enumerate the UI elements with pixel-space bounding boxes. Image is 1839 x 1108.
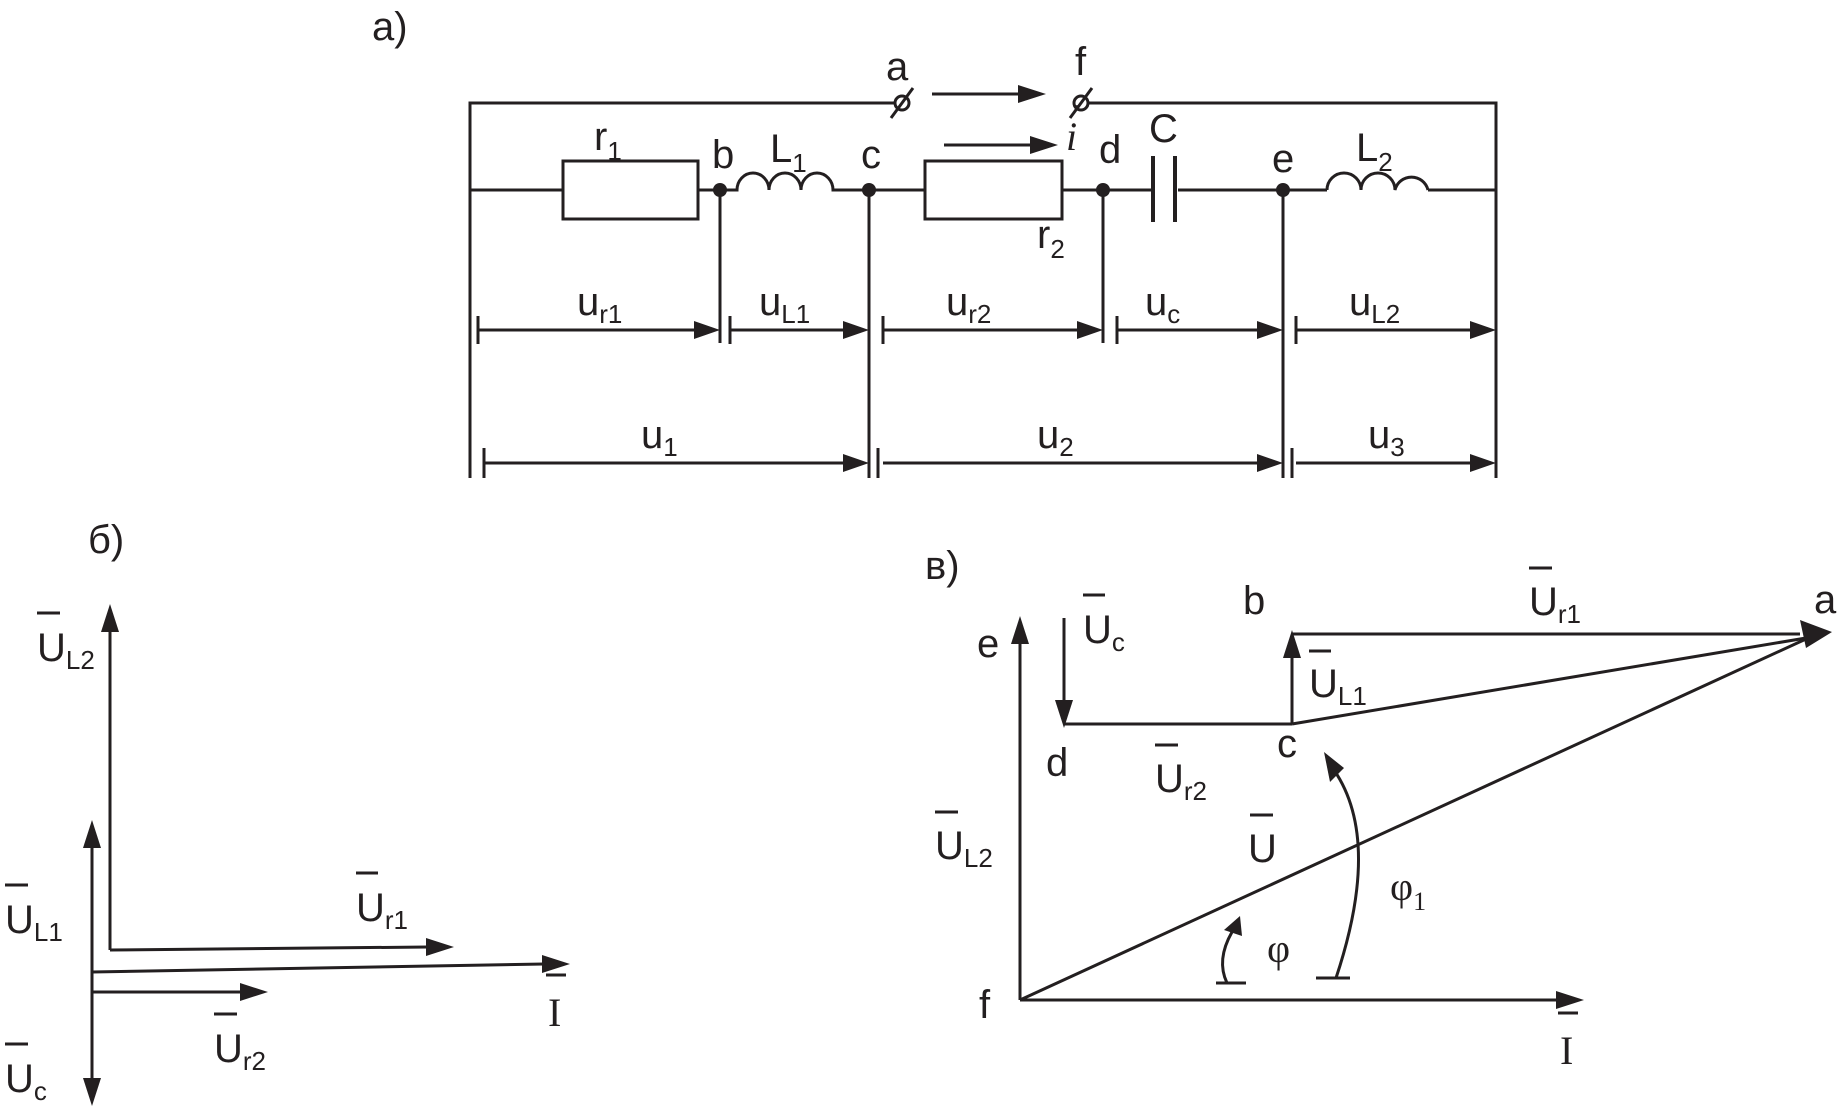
arrowhead-a xyxy=(1800,620,1832,648)
arrow-Ur1-b xyxy=(426,938,454,956)
label-UL1-b: UL1 xyxy=(5,883,63,947)
svg-text:Ur2: Ur2 xyxy=(1155,757,1207,806)
label-u-L1: uL1 xyxy=(759,280,810,329)
label-Ur2-b: Ur2 xyxy=(214,1012,266,1076)
svg-text:UL1: UL1 xyxy=(1309,662,1367,711)
label-UL2-v: UL2 xyxy=(935,810,993,873)
label-u-r2: ur2 xyxy=(946,280,991,329)
panel-label-a: а) xyxy=(372,5,408,49)
arrow-Ur2-b xyxy=(240,983,268,1001)
current-label: i xyxy=(1066,114,1077,159)
svg-text:Ur2: Ur2 xyxy=(214,1027,266,1076)
point-label-e: e xyxy=(977,622,999,666)
node-drops xyxy=(718,190,1285,478)
arrow-UL1-b xyxy=(83,820,101,848)
resistor-r2 xyxy=(923,159,1064,221)
label-Uc-v: Uc xyxy=(1083,593,1125,657)
segment-f-a xyxy=(1019,637,1807,1002)
arrow-a-f xyxy=(1018,85,1046,103)
label-Ur1-b: Ur1 xyxy=(356,871,408,935)
node-label-c: c xyxy=(861,133,881,177)
panel-label-v: в) xyxy=(925,544,960,588)
label-L2: L2 xyxy=(1356,126,1393,177)
arrow-I-v xyxy=(1556,991,1584,1009)
label-Ur2-v: Ur2 xyxy=(1155,743,1207,806)
label-C: C xyxy=(1149,107,1178,151)
label-I-b: I xyxy=(546,973,566,1035)
label-I-v: I xyxy=(1558,1011,1578,1073)
voltage-arrows-row2 xyxy=(482,448,1496,478)
point-label-a: a xyxy=(1814,578,1837,622)
label-u-L2: uL2 xyxy=(1349,280,1400,329)
node-label-b: b xyxy=(712,133,734,177)
node-label-e: e xyxy=(1272,137,1294,181)
angle-phi-arc xyxy=(1221,931,1234,984)
node-label-d: d xyxy=(1099,128,1121,172)
current-arrow xyxy=(1030,136,1058,154)
arrow-Uc-v xyxy=(1055,700,1073,728)
point-label-b: b xyxy=(1243,579,1265,623)
svg-text:I: I xyxy=(1560,1028,1573,1073)
svg-text:Uc: Uc xyxy=(5,1057,47,1106)
voltage-arrows-row1 xyxy=(476,316,1496,344)
label-L1: L1 xyxy=(770,127,807,178)
inductor-L1 xyxy=(720,171,845,192)
angle-phi1-arc xyxy=(1332,769,1360,979)
label-phi: φ xyxy=(1267,926,1290,971)
label-Uc-b: Uc xyxy=(5,1042,47,1106)
point-label-f: f xyxy=(979,983,991,1027)
arrow-UL1-v xyxy=(1283,630,1301,658)
svg-text:I: I xyxy=(548,990,561,1035)
phasor-diagram-v: a b c d e f Ur1 UL1 Uc Ur2 UL2 U xyxy=(935,566,1837,1073)
label-UL1-v: UL1 xyxy=(1309,649,1367,711)
node-label-f: f xyxy=(1075,40,1087,84)
point-label-c: c xyxy=(1277,722,1297,766)
svg-text:Ur1: Ur1 xyxy=(356,886,408,935)
svg-text:Ur1: Ur1 xyxy=(1529,580,1581,629)
svg-text:U: U xyxy=(1248,827,1277,871)
arrow-Uc-b xyxy=(83,1078,101,1106)
label-u2: u2 xyxy=(1037,413,1074,462)
svg-text:UL2: UL2 xyxy=(37,626,95,675)
panel-label-b: б) xyxy=(88,518,124,562)
point-label-d: d xyxy=(1046,741,1068,785)
label-UL2-b: UL2 xyxy=(37,611,95,675)
arrow-UL2-v xyxy=(1011,616,1029,644)
label-r2: r2 xyxy=(1037,213,1065,264)
svg-text:UL2: UL2 xyxy=(935,824,993,873)
resistor-r1 xyxy=(561,159,700,221)
phasor-diagram-b: UL2 UL1 Uc Ur1 Ur2 I xyxy=(5,604,570,1106)
arrow-UL2-b xyxy=(101,604,119,632)
label-U-v: U xyxy=(1248,813,1277,871)
label-u3: u3 xyxy=(1368,413,1405,462)
segment-c-a xyxy=(1291,636,1807,726)
label-u-r1: ur1 xyxy=(577,280,622,329)
top-wire xyxy=(468,101,1498,478)
arrow-I-b xyxy=(542,955,570,973)
svg-text:Uc: Uc xyxy=(1083,608,1125,657)
label-u-c: uc xyxy=(1145,280,1180,329)
node-label-a: a xyxy=(886,45,909,89)
circuit-schematic: a f i · r1 b L1 c r2 d C e xyxy=(468,40,1498,478)
label-phi1: φ1 xyxy=(1390,864,1426,916)
label-Ur1-v: Ur1 xyxy=(1529,566,1581,629)
label-r1: r1 xyxy=(594,115,622,166)
inductor-L2 xyxy=(1325,171,1430,191)
label-u1: u1 xyxy=(641,413,678,462)
current-dot: · xyxy=(1070,83,1083,127)
svg-text:UL1: UL1 xyxy=(5,898,63,947)
